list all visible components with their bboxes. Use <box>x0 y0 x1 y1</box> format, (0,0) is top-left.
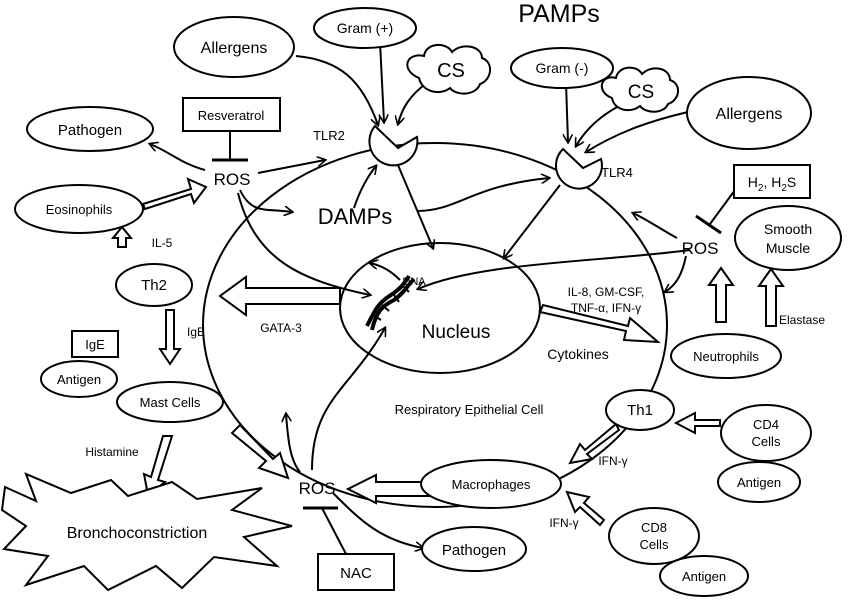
ige-box-label: IgE <box>85 337 105 352</box>
eosinophils-label: Eosinophils <box>46 202 113 217</box>
ros-top-label: ROS <box>214 170 251 189</box>
allergens-left-label: Allergens <box>201 40 268 57</box>
pathogen-top-label: Pathogen <box>58 122 122 139</box>
mast-cells-label: Mast Cells <box>140 395 201 410</box>
smooth-muscle-label-line2: Muscle <box>766 240 811 256</box>
tlr4-label: TLR4 <box>601 165 633 180</box>
ifn-gamma-cd8-label: IFN-γ <box>549 516 578 530</box>
ige-label: IgE <box>187 325 205 339</box>
smooth-muscle-node <box>734 205 842 271</box>
antigen-cd4-node <box>717 461 801 503</box>
nucleus-shape <box>339 242 541 374</box>
smooth-muscle-label-line1: Smooth <box>764 221 812 237</box>
mast-cells-node <box>116 381 224 423</box>
th2-node <box>115 263 193 307</box>
macrophages-node <box>420 459 562 509</box>
cytokine-list-line1: IL-8, GM-CSF, <box>568 285 645 299</box>
gram-positive-node <box>313 7 417 49</box>
nac-box <box>317 553 395 591</box>
resveratrol-box <box>182 97 281 132</box>
allergens-right-label: Allergens <box>716 106 783 123</box>
bronchoconstriction-burst <box>0 472 293 592</box>
cd8-label-line1: CD8 <box>641 520 667 535</box>
tlr2-label: TLR2 <box>313 128 345 143</box>
ifn-gamma-th1-label: IFN-γ <box>598 454 627 468</box>
cd4-label-line2: Cells <box>752 434 781 449</box>
gram-positive-label: Gram (+) <box>337 20 393 36</box>
cs-right-label: CS <box>628 82 654 103</box>
tlr4-receptor <box>554 147 603 190</box>
respiratory-cell-label: Respiratory Epithelial Cell <box>395 402 544 417</box>
h2-h2s-label: H2, H2S <box>748 174 796 194</box>
allergens-right-node <box>686 76 812 150</box>
ige-box <box>71 330 119 358</box>
gram-negative-node <box>510 47 614 89</box>
allergens-left-node <box>173 16 295 78</box>
il5-label: IL-5 <box>152 236 173 250</box>
cs-cloud-left <box>406 44 491 95</box>
cd8-label-line2: Cells <box>640 537 669 552</box>
ros-bottom-label: ROS <box>299 479 336 498</box>
bronchoconstriction-label: Bronchoconstriction <box>67 525 208 542</box>
gata3-label: GATA-3 <box>260 321 302 335</box>
resveratrol-label: Resveratrol <box>198 108 265 123</box>
histamine-label: Histamine <box>85 445 139 459</box>
antigen-left-node <box>40 360 118 398</box>
pathogen-bottom-node <box>421 526 527 572</box>
damps-label: DAMPs <box>318 204 393 229</box>
cd4-label-line1: CD4 <box>753 417 779 432</box>
dna-label: DNA <box>402 276 426 288</box>
tlr2-receptor <box>368 124 419 167</box>
h2-h2s-box <box>733 164 811 199</box>
elastase-label: Elastase <box>779 313 825 327</box>
cs-cloud-right <box>601 66 679 113</box>
th2-label: Th2 <box>141 277 167 294</box>
nucleus-label: Nucleus <box>422 322 491 343</box>
pathogen-top-node <box>26 106 154 152</box>
cytokine-list-line2: TNF-α, IFN-γ <box>571 301 641 315</box>
inhibition-lines <box>212 131 736 555</box>
gram-negative-label: Gram (-) <box>536 60 589 76</box>
eosinophils-node <box>14 184 144 234</box>
th1-node <box>605 389 675 431</box>
antigen-cd8-label: Antigen <box>682 569 726 584</box>
antigen-cd4-label: Antigen <box>737 475 781 490</box>
macrophages-label: Macrophages <box>452 477 531 492</box>
block-arrows <box>110 177 785 527</box>
neutrophils-label: Neutrophils <box>693 349 759 364</box>
diagram-title: PAMPs <box>518 0 600 28</box>
antigen-left-label: Antigen <box>57 372 101 387</box>
cs-left-label: CS <box>437 60 465 82</box>
cytokines-label: Cytokines <box>547 346 608 362</box>
th1-label: Th1 <box>627 402 653 419</box>
antigen-cd8-node <box>659 555 749 597</box>
neutrophils-node <box>670 333 782 379</box>
cd8-cells-node <box>608 507 700 565</box>
cd4-cells-node <box>720 404 812 462</box>
nac-label: NAC <box>340 565 372 582</box>
dna-helix-icon <box>365 274 416 331</box>
pathogen-bottom-label: Pathogen <box>442 542 506 559</box>
ros-right-label: ROS <box>682 239 719 258</box>
